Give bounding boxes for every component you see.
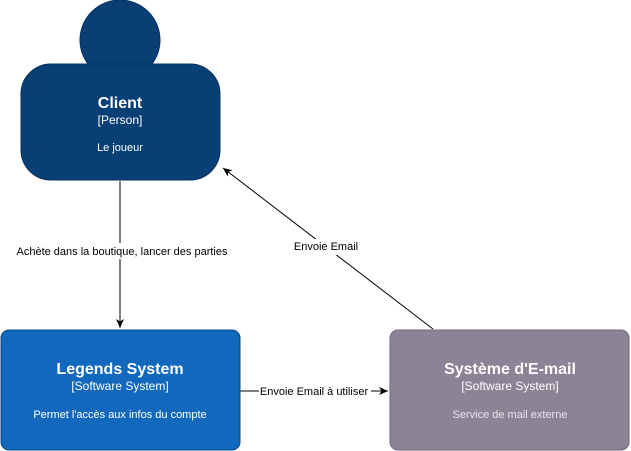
software-system-box bbox=[0, 329, 241, 451]
edge-client-to-legends[interactable]: Achète dans la boutique, lancer des part… bbox=[13, 181, 231, 328]
edge-email-to-client[interactable]: Envoie Email bbox=[222, 167, 434, 330]
edge-label-legends-to-email: Envoie Email à utiliser bbox=[260, 386, 369, 398]
node-legends-system[interactable]: Legends System [Software System] Permet … bbox=[0, 329, 241, 451]
node-email-system[interactable]: Système d'E-mail [Software System] Servi… bbox=[389, 329, 630, 451]
edge-label-background bbox=[13, 243, 231, 259]
node-email-title: Système d'E-mail bbox=[444, 361, 576, 378]
node-legends-description: Permet l'accès aux infos du compte bbox=[33, 409, 206, 421]
edge-label-client-to-legends: Achète dans la boutique, lancer des part… bbox=[17, 246, 228, 258]
edge-label-email-to-client: Envoie Email bbox=[294, 241, 358, 253]
node-client-title: Client bbox=[98, 95, 143, 112]
node-client-type: [Person] bbox=[98, 113, 143, 127]
node-client-description: Le joueur bbox=[97, 142, 143, 154]
node-email-description: Service de mail externe bbox=[453, 409, 568, 421]
edge-legends-to-email[interactable]: Envoie Email à utiliser bbox=[240, 383, 388, 399]
node-legends-type: [Software System] bbox=[71, 379, 168, 393]
node-legends-title: Legends System bbox=[56, 361, 183, 378]
person-body bbox=[20, 63, 221, 181]
node-email-type: [Software System] bbox=[461, 379, 558, 393]
external-system-box bbox=[389, 329, 630, 451]
edge-label-background bbox=[288, 239, 364, 255]
edge-label-background bbox=[259, 383, 371, 399]
node-client[interactable]: Client [Person] Le joueur bbox=[20, 0, 221, 181]
